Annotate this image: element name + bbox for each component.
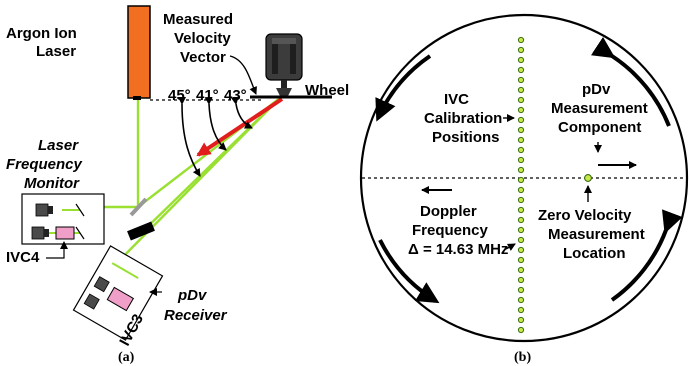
calibration-dot: [517, 256, 525, 264]
monitor-optics: [31, 203, 85, 240]
rotation-arrow-top-left: [375, 54, 432, 122]
rotation-arrow-top-right: [590, 36, 671, 127]
caption-b: (b): [514, 350, 531, 365]
ivc-label-2: Calibration: [424, 110, 502, 127]
calibration-dot: [517, 246, 525, 254]
argon-laser-aperture: [133, 96, 141, 100]
receiver-assembly: [72, 245, 164, 341]
monitor-label-1: Laser: [38, 137, 79, 154]
wheel-label: Wheel: [305, 82, 349, 99]
calibration-dot: [517, 266, 525, 274]
wheel-face-circle: [359, 13, 689, 343]
pdv-label-3: Component: [558, 119, 641, 136]
calibration-dot: [517, 146, 525, 154]
calibration-dot: [517, 186, 525, 194]
calibration-dot: [517, 126, 525, 134]
velocity-label-3: Vector: [180, 49, 226, 66]
doppler-label-3: Δ = 14.63 MHz: [408, 241, 508, 258]
caption-a: (a): [118, 350, 135, 365]
calibration-dot: [517, 166, 525, 174]
doppler-label-1: Doppler: [420, 203, 477, 220]
calibration-dot: [517, 176, 525, 184]
beam-scatter-lower: [103, 97, 281, 277]
calibration-dot: [517, 316, 525, 324]
ivc-label-1: IVC: [444, 91, 469, 108]
pdv-label-2: Measurement: [551, 100, 648, 117]
calibration-dot: [517, 106, 525, 114]
zero-label-2: Measurement: [548, 226, 645, 243]
calibration-dot: [517, 196, 525, 204]
argon-laser-label-2: Laser: [36, 43, 76, 60]
calibration-dot: [517, 276, 525, 284]
ivc4-label: IVC4: [6, 249, 40, 266]
zero-label-3: Location: [563, 245, 626, 262]
angle-label-41: 41°: [196, 87, 219, 104]
receiver-label-2: Receiver: [164, 307, 228, 324]
collection-mirror: [127, 221, 155, 241]
rotation-arrow-bottom-right: [610, 209, 683, 302]
calibration-dot: [517, 306, 525, 314]
ivc-label-3: Positions: [432, 129, 500, 146]
rotation-arrows: [375, 36, 683, 304]
calibration-dot: [517, 136, 525, 144]
calibration-dot: [517, 286, 525, 294]
angle-label-43: 43°: [224, 87, 247, 104]
velocity-label-1: Measured: [163, 11, 233, 28]
calibration-dot: [517, 76, 525, 84]
ivc3-iodine-cell: [106, 286, 135, 312]
calibration-dot: [517, 326, 525, 334]
ivc4-leader: [46, 241, 68, 259]
angle-arcs: [177, 96, 253, 177]
argon-laser-label-1: Argon Ion: [6, 25, 77, 42]
panel-a: Argon Ion Laser Wheel Measured Velocity: [6, 5, 349, 365]
argon-laser-body: [127, 5, 151, 99]
velocity-label-2: Velocity: [174, 30, 231, 47]
calibration-dot: [517, 86, 525, 94]
calibration-dot: [517, 66, 525, 74]
calibration-dot: [517, 216, 525, 224]
receiver-detector-2: [83, 293, 100, 310]
monitor-detector-cell: [31, 226, 45, 240]
calibration-dot: [517, 226, 525, 234]
monitor-detector-ref: [35, 203, 49, 217]
calibration-dot: [517, 296, 525, 304]
calibration-dot: [517, 236, 525, 244]
rotation-arrow-bottom-left: [378, 239, 440, 304]
calibration-dot: [517, 46, 525, 54]
calibration-dot: [517, 206, 525, 214]
receiver-detector-1: [93, 276, 110, 293]
angle-label-45: 45°: [168, 87, 191, 104]
angle-arc-45: [177, 96, 201, 177]
beamsplitter: [129, 197, 148, 217]
ivc-calibration-dots: [517, 36, 525, 334]
receiver-label-1: pDv: [177, 287, 208, 304]
doppler-label-leader: [505, 243, 516, 251]
calibration-dot: [517, 96, 525, 104]
doppler-label-2: Frequency: [412, 222, 489, 239]
velocity-label-leader: [229, 55, 257, 95]
zero-velocity-dot: [584, 174, 592, 182]
calibration-dot: [517, 116, 525, 124]
velocity-vector-arrow: [196, 97, 284, 157]
calibration-dot: [517, 36, 525, 44]
calibration-dot: [517, 56, 525, 64]
zero-label-1: Zero Velocity: [538, 207, 632, 224]
calibration-dot: [517, 156, 525, 164]
ivc4-iodine-cell: [55, 226, 75, 240]
wheel-motor: [265, 33, 303, 96]
angle-arc-43: [230, 96, 253, 129]
pdv-label-1: pDv: [582, 81, 611, 98]
angle-arc-41: [204, 96, 227, 151]
monitor-label-3: Monitor: [24, 175, 80, 192]
panel-b: IVC Calibration Positions pDv Measuremen…: [359, 13, 689, 365]
monitor-label-2: Frequency: [6, 156, 83, 173]
